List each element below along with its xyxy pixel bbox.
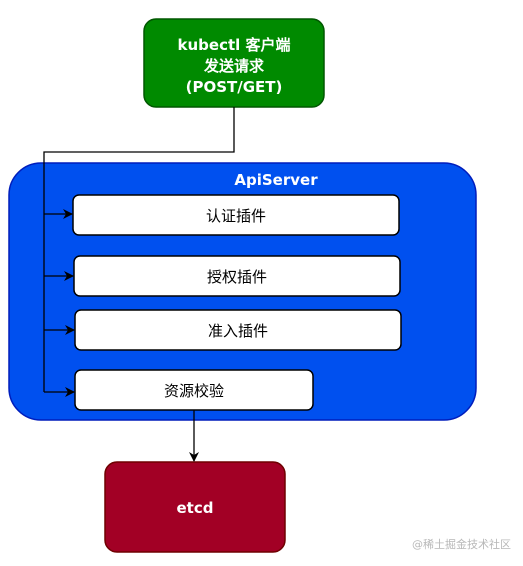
apiserver-title: ApiServer: [234, 171, 318, 189]
plugin-authz[interactable]: 授权插件: [73, 255, 401, 297]
client-line-3: (POST/GET): [186, 78, 283, 96]
plugin-authn[interactable]: 认证插件: [72, 194, 400, 236]
kubectl-client-node[interactable]: kubectl 客户端 发送请求 (POST/GET): [143, 18, 325, 108]
etcd-node[interactable]: etcd: [104, 461, 286, 553]
plugin-validation-label: 资源校验: [164, 382, 224, 400]
plugin-authn-label: 认证插件: [206, 207, 266, 225]
client-line-2: 发送请求: [203, 57, 265, 75]
watermark-text: @稀土掘金技术社区: [412, 538, 511, 551]
plugin-validation[interactable]: 资源校验: [74, 369, 314, 411]
plugin-admission-label: 准入插件: [208, 322, 268, 340]
plugin-authz-label: 授权插件: [207, 268, 267, 286]
etcd-label: etcd: [177, 499, 214, 517]
client-connector-line: [43, 107, 235, 392]
plugin-admission[interactable]: 准入插件: [74, 309, 402, 351]
client-line-1: kubectl 客户端: [178, 36, 291, 54]
